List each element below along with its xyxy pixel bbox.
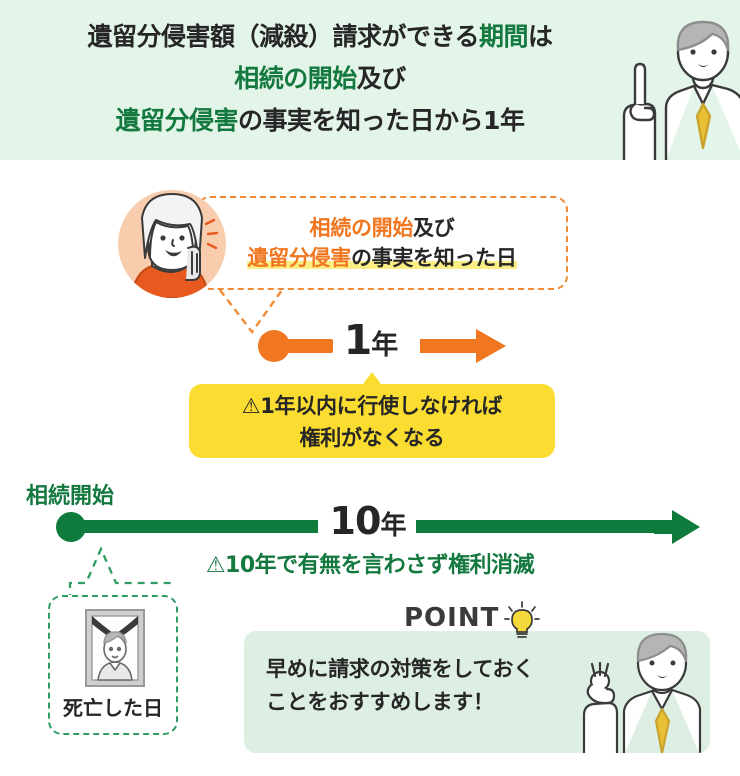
speech-bubble: 相続の開始及び 遺留分侵害の事実を知った日	[196, 196, 568, 290]
death-date-label: 死亡した日	[63, 696, 163, 720]
death-date-box: 死亡した日	[48, 595, 178, 735]
header-line2-dark: 及び	[356, 64, 407, 93]
header-line-3: 遺留分侵害の事実を知った日から1年	[0, 100, 640, 142]
one-year-unit: 年	[371, 330, 399, 361]
doctor-ok-icon	[582, 633, 702, 753]
bubble-line-1: 相続の開始及び	[198, 213, 566, 243]
ten-year-warning-icon: ⚠	[205, 553, 226, 578]
header-line3-green: 遺留分侵害	[115, 106, 239, 135]
header-banner: 遺留分侵害額（減殺）請求ができる期間は 相続の開始及び 遺留分侵害の事実を知った…	[0, 0, 740, 160]
woman-avatar	[118, 190, 226, 298]
header-line-2: 相続の開始及び	[0, 58, 640, 100]
ten-year-line-left	[70, 520, 318, 533]
death-to-start-connector	[68, 546, 176, 601]
bubble-line1-orange: 相続の開始	[309, 216, 414, 240]
point-line-1: 早めに請求の対策をしておく	[266, 657, 534, 681]
warning-line-1: ⚠1年以内に行使しなければ	[189, 384, 555, 422]
ten-year-label: 10年	[316, 499, 420, 543]
ten-year-warning: ⚠10年で有無を言わさず権利消滅	[0, 547, 740, 579]
point-box: 早めに請求の対策をしておく ことをおすすめします！	[244, 631, 710, 753]
point-text-block: 早めに請求の対策をしておく ことをおすすめします！	[266, 653, 534, 719]
doctor-pointing-icon	[622, 20, 740, 160]
header-line1-part1: 遺留分侵害額（減殺）請求ができる	[87, 22, 479, 51]
bubble-line-2: 遺留分侵害の事実を知った日	[198, 243, 566, 273]
one-year-number: 1	[343, 316, 373, 364]
ten-year-number: 10	[329, 499, 382, 543]
one-year-arrow	[420, 329, 506, 363]
header-line2-green: 相続の開始	[234, 64, 357, 93]
one-year-line-left	[285, 339, 333, 353]
header-line1-highlight: 期間	[478, 22, 529, 51]
ten-year-line-right	[416, 520, 671, 533]
point-line-2: ことをおすすめします！	[266, 690, 494, 714]
lightbulb-icon	[504, 601, 540, 638]
inheritance-start-label: 相続開始	[26, 484, 115, 509]
woman-listening-icon	[131, 193, 219, 298]
bubble-tail	[219, 289, 283, 335]
warning-line1-text: 1年以内に行使しなければ	[260, 394, 503, 418]
one-year-label: 1年	[316, 316, 426, 364]
warning-line-2: 権利がなくなる	[299, 426, 445, 450]
point-title: POINT	[404, 603, 500, 633]
bubble-line2-dark: の事実を知った日	[350, 246, 517, 270]
header-text-block: 遺留分侵害額（減殺）請求ができる期間は 相続の開始及び 遺留分侵害の事実を知った…	[0, 16, 640, 142]
header-line3-dark: の事実を知った日から1年	[238, 106, 525, 135]
memorial-portrait-icon	[85, 609, 145, 687]
warning-triangle-icon: ⚠	[241, 394, 261, 418]
one-year-start-dot	[258, 330, 290, 362]
bubble-line1-dark: 及び	[413, 216, 455, 240]
bubble-line2-orange: 遺留分侵害	[247, 246, 351, 270]
one-year-warning-box: ⚠1年以内に行使しなければ 権利がなくなる	[189, 384, 555, 458]
ten-year-arrow	[654, 510, 700, 544]
header-line1-part3: は	[528, 22, 553, 51]
ten-year-warning-text: 10年で有無を言わさず権利消滅	[225, 553, 535, 578]
ten-year-unit: 年	[380, 511, 407, 541]
header-line-1: 遺留分侵害額（減殺）請求ができる期間は	[0, 16, 640, 58]
